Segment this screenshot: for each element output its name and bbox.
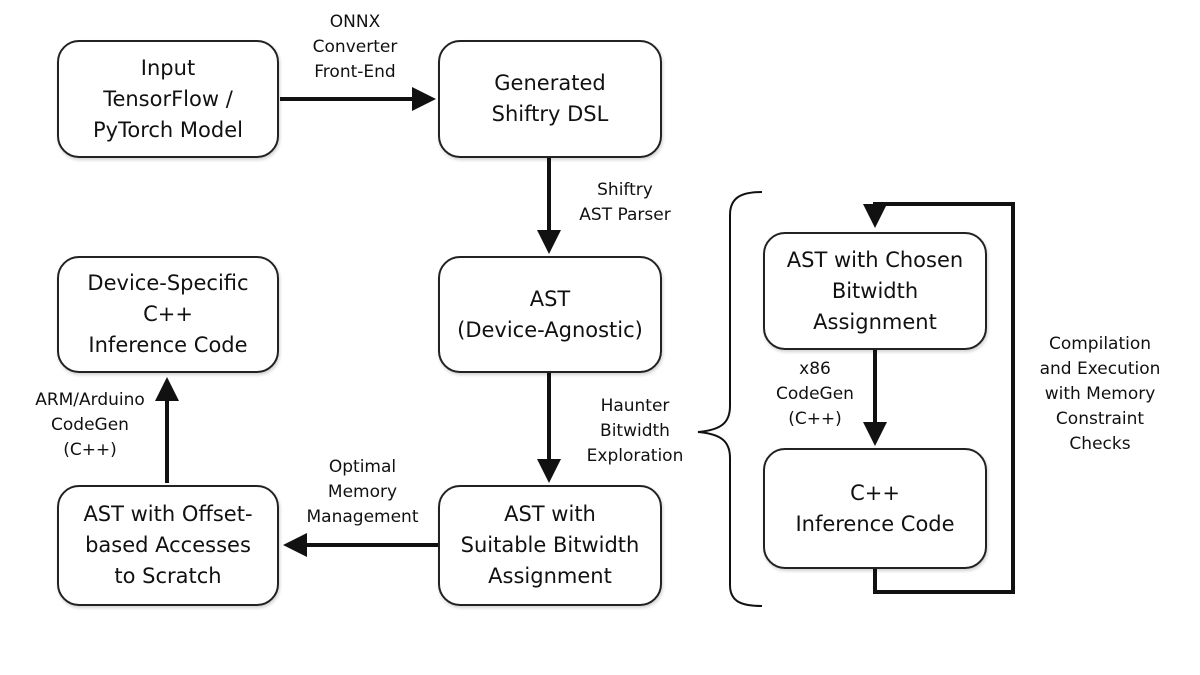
curly-brace: [697, 191, 763, 607]
ast-device-agnostic-box: AST(Device-Agnostic): [438, 256, 662, 373]
feedback-loop: [863, 202, 1015, 594]
cpp-inference-code-box: C++Inference Code: [763, 448, 987, 569]
